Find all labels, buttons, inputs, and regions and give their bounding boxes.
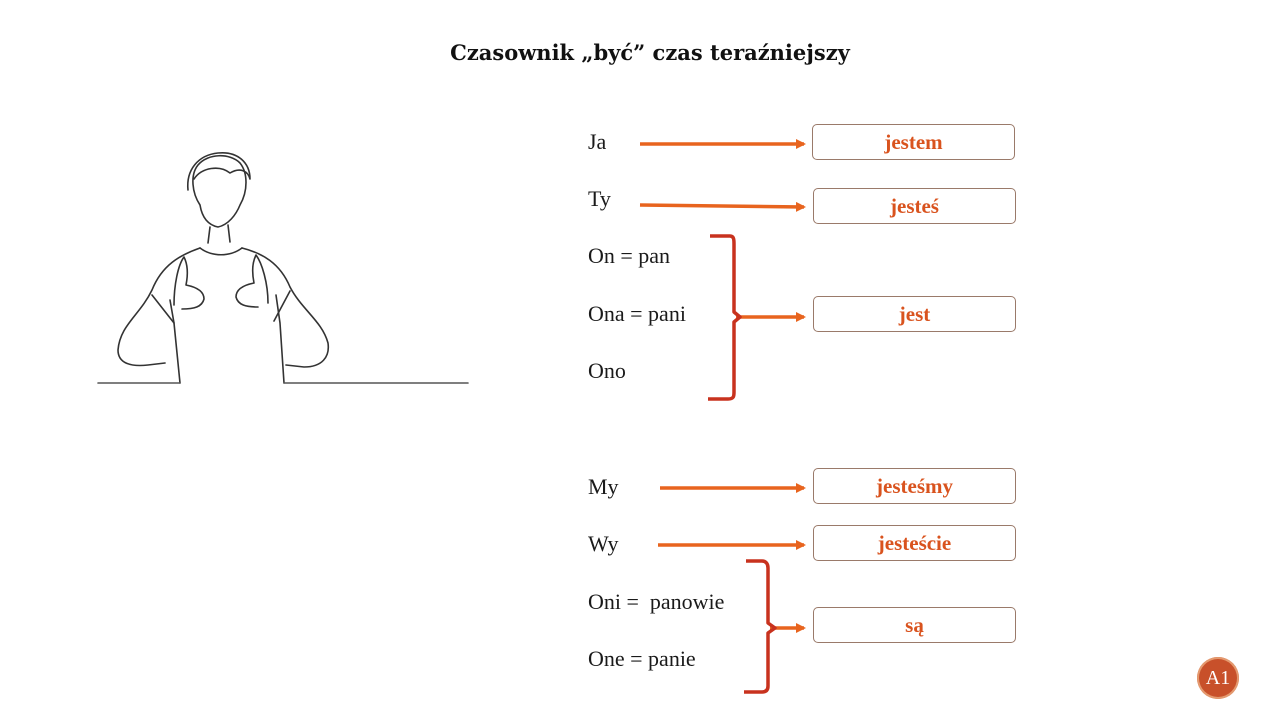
form-box-jestem: jestem	[812, 124, 1015, 160]
form-box-jestes: jesteś	[813, 188, 1016, 224]
form-box-jestescie: jesteście	[813, 525, 1016, 561]
pronoun-one: One = panie	[588, 646, 696, 671]
pronoun-oni: Oni = panowie	[588, 589, 725, 614]
pronoun-on: On = pan	[588, 243, 671, 268]
pronoun-wy: Wy	[588, 531, 619, 556]
pronoun-my: My	[588, 474, 619, 499]
page-title: Czasownik „być” czas teraźniejszy	[450, 40, 850, 65]
form-box-jest: jest	[813, 296, 1016, 332]
level-badge: A1	[1197, 657, 1239, 699]
arrow-ty	[639, 201, 806, 212]
pronoun-ja: Ja	[588, 129, 607, 154]
pronoun-ona: Ona = pani	[588, 301, 686, 326]
brace-singular	[708, 234, 742, 401]
form-box-jestesmy: jesteśmy	[813, 468, 1016, 504]
brace-plural	[744, 559, 777, 694]
form-box-sa: są	[813, 607, 1016, 643]
pronoun-ty: Ty	[588, 186, 611, 211]
thumbs-up-person-illustration	[97, 152, 469, 384]
pronoun-ono: Ono	[588, 358, 626, 383]
